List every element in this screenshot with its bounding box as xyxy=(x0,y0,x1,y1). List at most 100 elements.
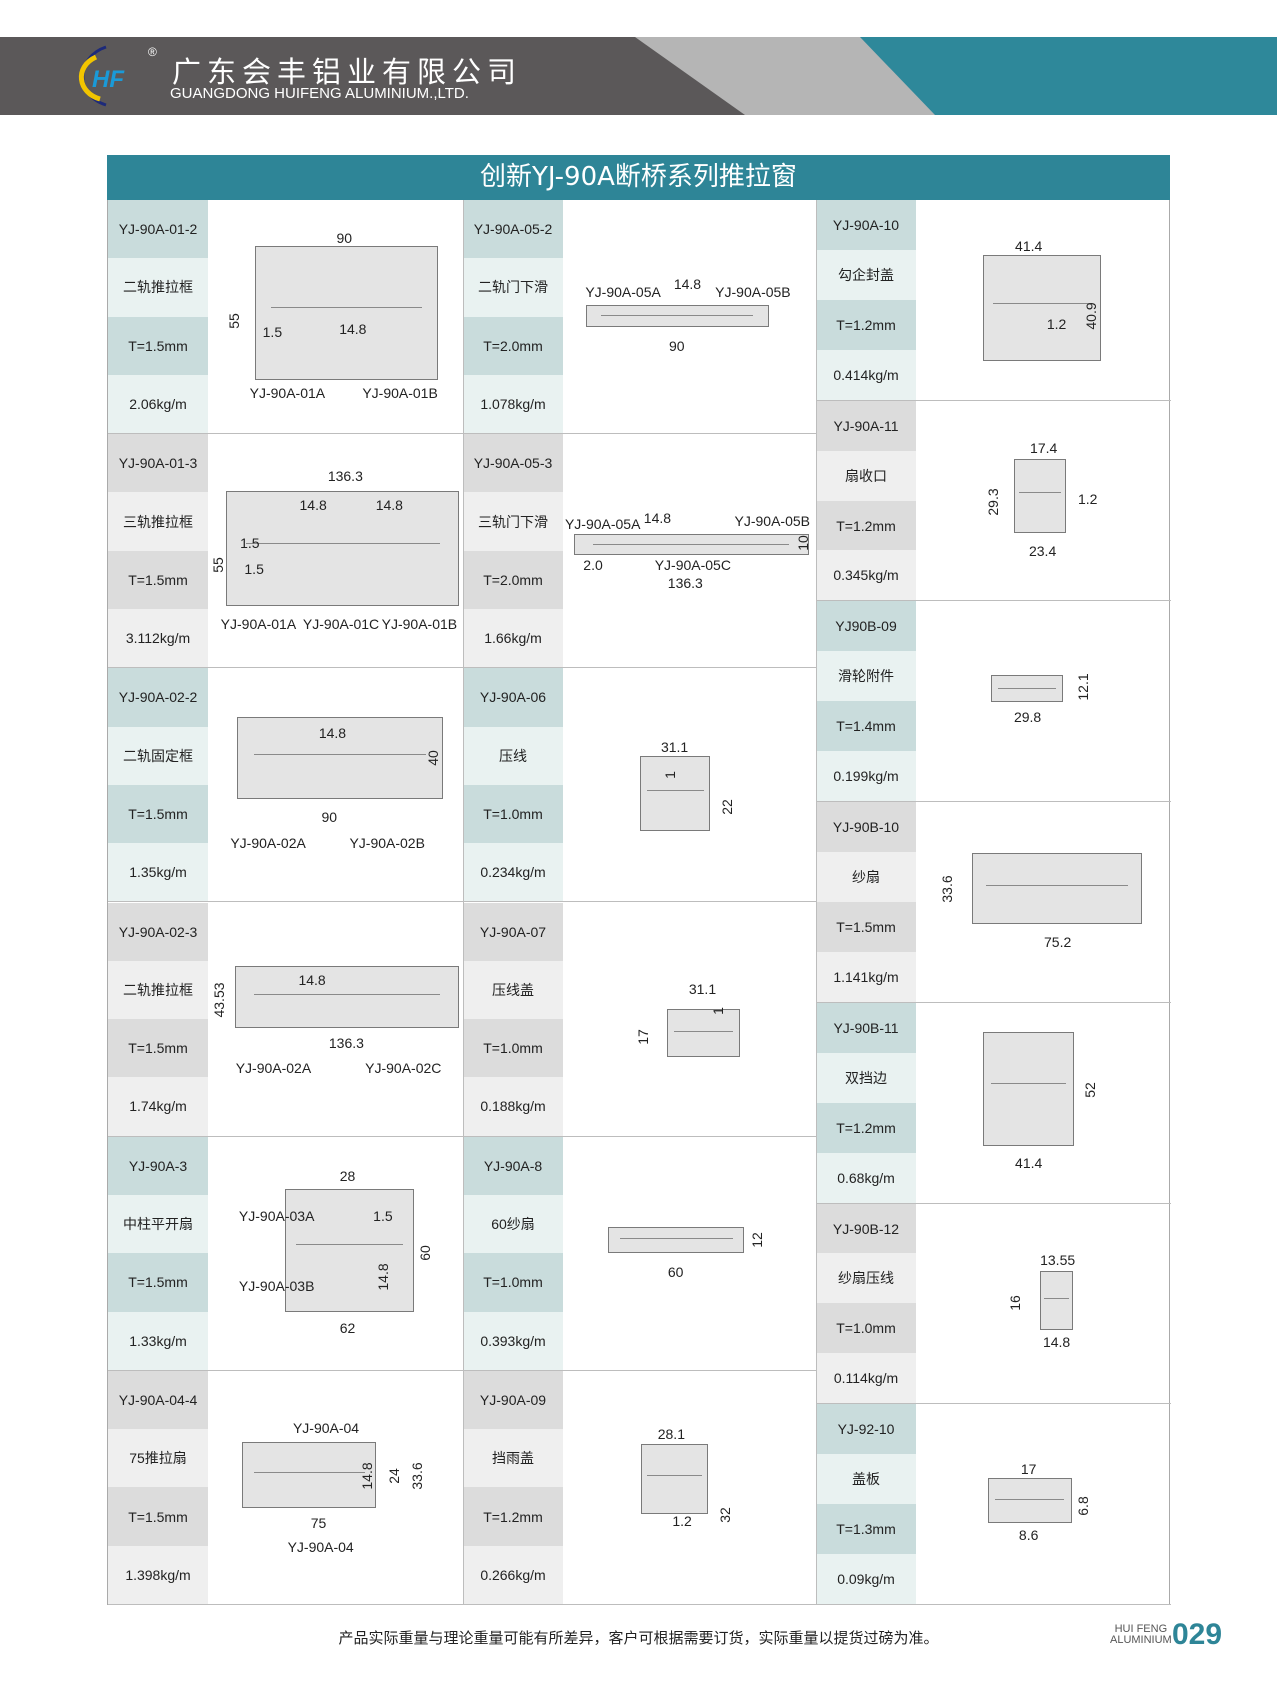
profile-shape xyxy=(585,305,769,327)
product-weight: 0.114kg/m xyxy=(816,1353,916,1404)
footer-note: 产品实际重量与理论重量可能有所差异，客户可根据需要订货，实际重量以提货过磅为准。 xyxy=(338,1629,939,1647)
product-thickness: T=1.5mm xyxy=(108,1253,208,1312)
product-thickness: T=1.2mm xyxy=(463,1487,563,1546)
profile-shape xyxy=(1013,458,1067,533)
product-code: YJ-90A-04-4 xyxy=(108,1370,208,1430)
dimension-label: 33.6 xyxy=(409,1462,426,1490)
product-weight: 3.112kg/m xyxy=(108,609,208,668)
page-header: HF ® 广东会丰铝业有限公司 GUANGDONG HUIFENG ALUMIN… xyxy=(0,37,1277,115)
page-number: 029 xyxy=(1172,1618,1223,1651)
dimension-label: YJ-90A-01C xyxy=(302,616,380,633)
dimension-label: YJ-90A-01B xyxy=(362,385,438,402)
product-name: 滑轮附件 xyxy=(816,651,916,702)
dimension-label: 1 xyxy=(709,1006,726,1015)
product-weight: 1.078kg/m xyxy=(463,374,563,434)
product-name: 压线 xyxy=(463,726,563,785)
dimension-label: 12.1 xyxy=(1075,673,1092,701)
dimension-label: 14.8 xyxy=(318,724,347,741)
product-weight: 0.199kg/m xyxy=(816,751,916,802)
product-thickness: T=1.5mm xyxy=(816,901,916,952)
dimension-label: 28 xyxy=(339,1168,356,1185)
dimension-label: 1.5 xyxy=(244,561,264,578)
dimension-label: 62 xyxy=(339,1319,356,1336)
product-name: 中柱平开扇 xyxy=(108,1194,208,1254)
dimension-label: YJ-90A-05B xyxy=(734,513,810,530)
profile-shape xyxy=(285,1189,414,1312)
product-thickness: T=2.0mm xyxy=(463,316,563,375)
dimension-label: 41.4 xyxy=(1015,238,1043,255)
dimension-label: 14.8 xyxy=(643,509,672,526)
product-weight: 0.345kg/m xyxy=(816,550,916,601)
product-code: YJ-90A-05-3 xyxy=(463,434,563,493)
dimension-label: 136.3 xyxy=(327,468,363,484)
dimension-label: 33.6 xyxy=(939,875,956,903)
dimension-label: 6.8 xyxy=(1075,1496,1092,1516)
profile-shape xyxy=(236,716,443,800)
product-code: YJ-92-10 xyxy=(816,1404,916,1455)
product-name: 二轨固定框 xyxy=(108,726,208,785)
dimension-label: 16 xyxy=(1006,1295,1023,1312)
product-name: 二轨推拉框 xyxy=(108,960,208,1020)
product-name: 三轨门下滑 xyxy=(463,492,563,551)
product-thickness: T=1.4mm xyxy=(816,701,916,752)
dimension-label: YJ-90A-05B xyxy=(715,284,791,301)
dimension-label: 31.1 xyxy=(660,738,689,755)
dimension-label: 29.8 xyxy=(1013,709,1042,726)
product-name: 纱扇 xyxy=(816,852,916,902)
dimension-label: 55 xyxy=(209,557,226,573)
product-code: YJ-90A-8 xyxy=(463,1136,563,1195)
column-divider xyxy=(463,200,464,1605)
company-name-cn: 广东会丰铝业有限公司 xyxy=(172,55,523,89)
dimension-label: 17 xyxy=(1020,1460,1037,1477)
dimension-label: YJ-90A-03B xyxy=(238,1277,315,1294)
product-weight: 2.06kg/m xyxy=(108,374,208,434)
dimension-label: 40 xyxy=(425,750,442,767)
product-code: YJ-90A-05-2 xyxy=(463,200,563,259)
dimension-label: YJ-90A-01A xyxy=(249,385,326,402)
dimension-label: YJ-90A-04 xyxy=(292,1419,360,1436)
dimension-label: 31.1 xyxy=(688,981,717,998)
product-name: 勾企封盖 xyxy=(816,249,916,300)
dimension-label: 75 xyxy=(310,1515,327,1532)
dimension-label: 14.8 xyxy=(1042,1333,1071,1350)
profile-drawing: 12.1 29.8 xyxy=(916,601,1171,801)
company-logo-icon: HF xyxy=(78,45,125,107)
dimension-label: 8.6 xyxy=(1018,1527,1039,1544)
dimension-label: YJ-90A-05A xyxy=(585,284,661,301)
profile-shape xyxy=(982,1031,1074,1146)
footer-brand-line1: HUI FENG xyxy=(1114,1623,1168,1635)
dimension-label: 41.4 xyxy=(1015,1154,1043,1171)
product-code: YJ-90A-01-2 xyxy=(108,200,208,259)
dimension-label: YJ-90A-02B xyxy=(349,835,425,852)
product-name: 盖板 xyxy=(816,1454,916,1505)
product-thickness: T=1.5mm xyxy=(108,316,208,375)
